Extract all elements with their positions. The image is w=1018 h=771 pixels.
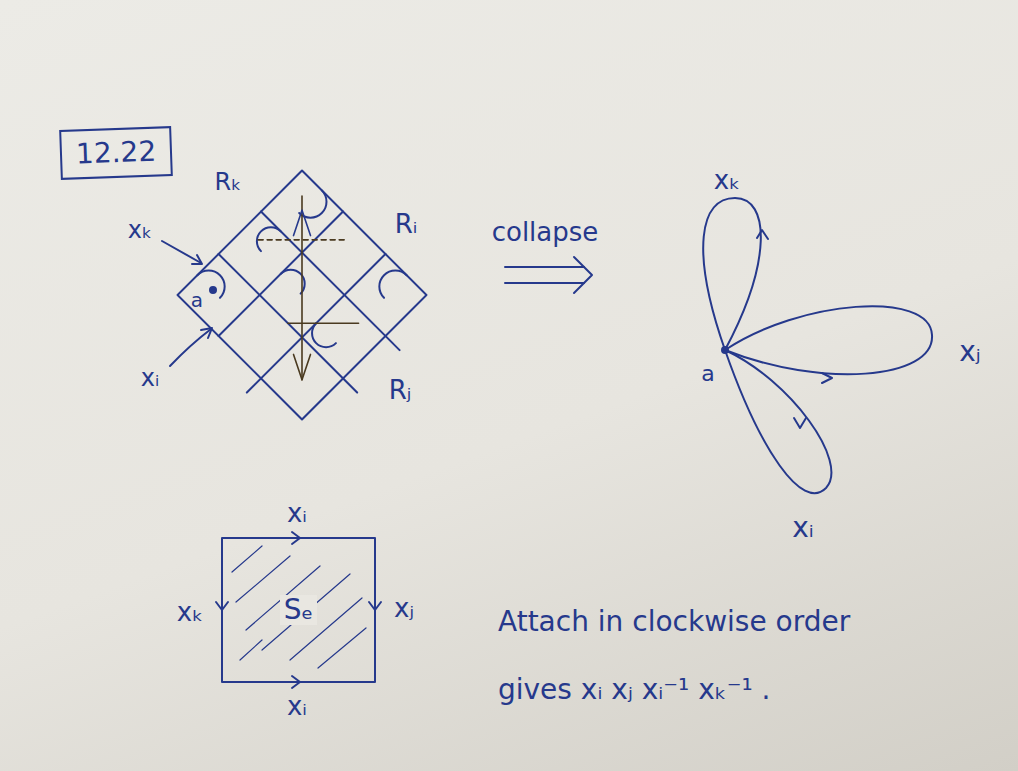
cell-name: Sₑ [280,595,317,626]
basepoint-name: a [191,289,203,311]
note: Attach in clockwise order gives xᵢ xⱼ xᵢ… [498,588,856,724]
exercise-number: 12.22 [75,136,156,170]
loop-name: xₖ [714,166,740,195]
loop-name: xₖ [128,217,152,243]
edge-name: xᵢ [287,499,307,528]
square-cell [216,532,381,688]
grid-figure [163,171,440,448]
square-cell: Sₑ [222,538,375,682]
edge-name: xⱼ [394,594,414,623]
region-name: Rᵢ [395,210,418,239]
edge-name: xᵢ [287,692,307,721]
basepoint-name: a [701,362,714,386]
region-name: Rⱼ [389,376,412,405]
loop-name: xⱼ [959,337,980,368]
edge-name: xₖ [177,598,203,627]
exercise-box: 12.22 [59,126,173,180]
action-note: collapse [492,218,599,247]
region-name: Rₖ [215,169,242,195]
loop-name: xᵢ [141,365,160,391]
loop-name: xᵢ [792,513,814,544]
